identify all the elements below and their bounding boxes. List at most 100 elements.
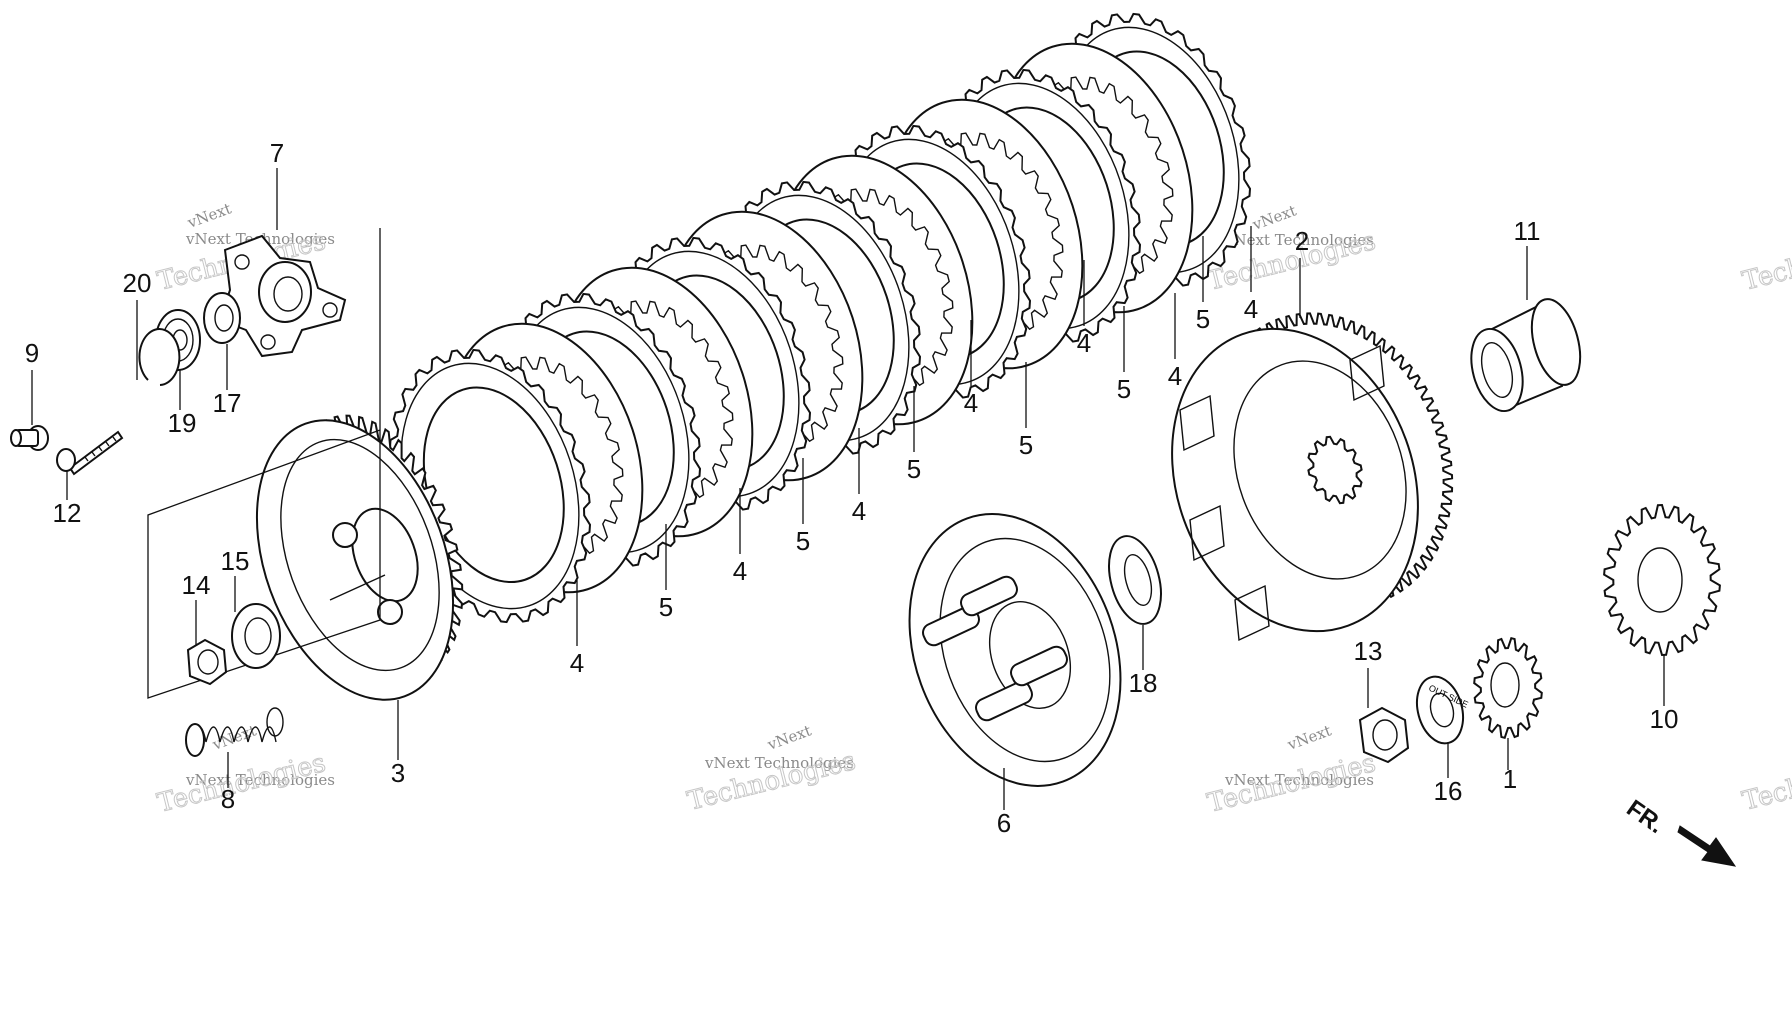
callout-part-16: 16 (1434, 742, 1463, 806)
front-direction-label: FR. (1622, 795, 1669, 839)
clutch-center-part-6 (908, 513, 1122, 787)
gear-part-1-teeth (1473, 637, 1543, 739)
callout-plate-5: 5 (1019, 362, 1033, 460)
callout-part-10: 10 (1650, 655, 1679, 734)
callout-part-3: 3 (391, 700, 405, 788)
callout-number: 7 (270, 138, 284, 168)
callout-number: 9 (25, 338, 39, 368)
watermark-brand: vNext (1249, 201, 1298, 234)
callout-part-12: 12 (53, 470, 82, 528)
callout-plate-5: 5 (659, 524, 673, 622)
callout-number: 4 (852, 496, 866, 526)
callout-number: 5 (796, 526, 810, 556)
watermark-brand: vNext (184, 199, 233, 232)
callout-number: 4 (964, 388, 978, 418)
callout-number: 17 (213, 388, 242, 418)
callout-plate-4: 4 (964, 320, 978, 418)
clutch-center-boss (922, 575, 1068, 722)
watermark-big: Technologies (1739, 226, 1792, 297)
watermark-brand: vNext (209, 721, 258, 754)
callout-number: 13 (1354, 636, 1383, 666)
callout-number: 5 (907, 454, 921, 484)
callout-number: 5 (1117, 374, 1131, 404)
callout-part-1: 1 (1503, 738, 1517, 794)
nut-part-13 (1358, 706, 1410, 764)
callout-part-19: 19 (168, 370, 197, 438)
callout-number: 8 (221, 784, 235, 814)
watermark-big: Technologies (1204, 748, 1378, 819)
callout-part-6: 6 (997, 768, 1011, 838)
callout-part-13: 13 (1354, 636, 1383, 708)
watermark-brand: vNext (1284, 721, 1333, 754)
callout-part-17: 17 (213, 344, 242, 418)
gear-teeth (1307, 435, 1363, 505)
callout-part-20: 20 (123, 268, 152, 380)
callout-number: 15 (221, 546, 250, 576)
watermark-big: Technologies (1739, 746, 1792, 817)
callout-plate-4: 4 (1168, 293, 1182, 391)
callout-plate-5: 5 (1196, 236, 1210, 334)
callout-plate-5: 5 (907, 386, 921, 484)
watermark-text: vNext Technologies (704, 754, 854, 772)
lock-washer-part-16: OUT SIDE (1415, 675, 1470, 745)
callout-number: 5 (1019, 430, 1033, 460)
gear-teeth (1603, 503, 1721, 657)
callout-number: 16 (1434, 776, 1463, 806)
assembly-bracket (147, 228, 381, 699)
callout-plate-4: 4 (1244, 226, 1258, 324)
callout-part-11: 11 (1514, 216, 1541, 300)
callout-part-7: 7 (270, 138, 284, 230)
callout-number: 10 (1650, 704, 1679, 734)
gear-teeth (1473, 637, 1543, 739)
thrust-washer-part-18 (1108, 535, 1162, 625)
callout-plate-5: 5 (796, 458, 810, 556)
watermark-text: vNext Technologies (185, 771, 335, 789)
watermark-big: Technologies (154, 748, 328, 819)
washer-part-17 (203, 292, 241, 344)
callout-number: 18 (1129, 668, 1158, 698)
lifter-rod-part-9 (10, 425, 49, 451)
pressure-plate-part-3 (255, 414, 464, 701)
callout-plate-4: 4 (570, 580, 584, 678)
watermark-text: vNext Technologies (1224, 231, 1374, 249)
callout-number: 5 (1196, 304, 1210, 334)
callout-number: 3 (391, 758, 405, 788)
gear-part-1 (1473, 637, 1543, 739)
watermark-brand: vNext (764, 721, 813, 754)
callout-part-9: 9 (25, 338, 39, 425)
lifter-plate-part-7 (218, 234, 347, 358)
callout-number: 4 (1244, 294, 1258, 324)
callout-number: 14 (182, 570, 211, 600)
callout-number: 4 (1077, 328, 1091, 358)
callout-number: 5 (659, 592, 673, 622)
snap-ring-part-20 (138, 328, 181, 386)
callout-number: 4 (1168, 361, 1182, 391)
callout-plate-4: 4 (852, 428, 866, 526)
clutch-outer-part-2 (1171, 312, 1454, 642)
callout-number: 6 (997, 808, 1011, 838)
callout-plate-5: 5 (1117, 306, 1131, 404)
callout-plate-4: 4 (1077, 260, 1091, 358)
bolt-part-12 (56, 430, 124, 476)
primary-drive-gear-part-10 (1603, 503, 1721, 657)
front-direction-indicator: FR. (1622, 795, 1737, 867)
watermark-text: vNext Technologies (1224, 771, 1374, 789)
callout-number: 12 (53, 498, 82, 528)
callout-part-18: 18 (1129, 625, 1158, 698)
callout-number: 11 (1514, 216, 1541, 246)
callout-number: 4 (570, 648, 584, 678)
callout-part-2: 2 (1295, 226, 1309, 318)
callout-number: 19 (168, 408, 197, 438)
callout-number: 1 (1503, 764, 1517, 794)
primary-drive-gear-teeth (1603, 503, 1721, 657)
washer-part-15 (231, 603, 281, 669)
callout-number: 4 (733, 556, 747, 586)
nut-part-14 (186, 638, 228, 686)
callout-number: 2 (1295, 226, 1309, 256)
callout-part-15: 15 (221, 546, 250, 612)
callout-part-14: 14 (182, 570, 211, 646)
callout-plate-4: 4 (733, 488, 747, 586)
callout-number: 20 (123, 268, 152, 298)
